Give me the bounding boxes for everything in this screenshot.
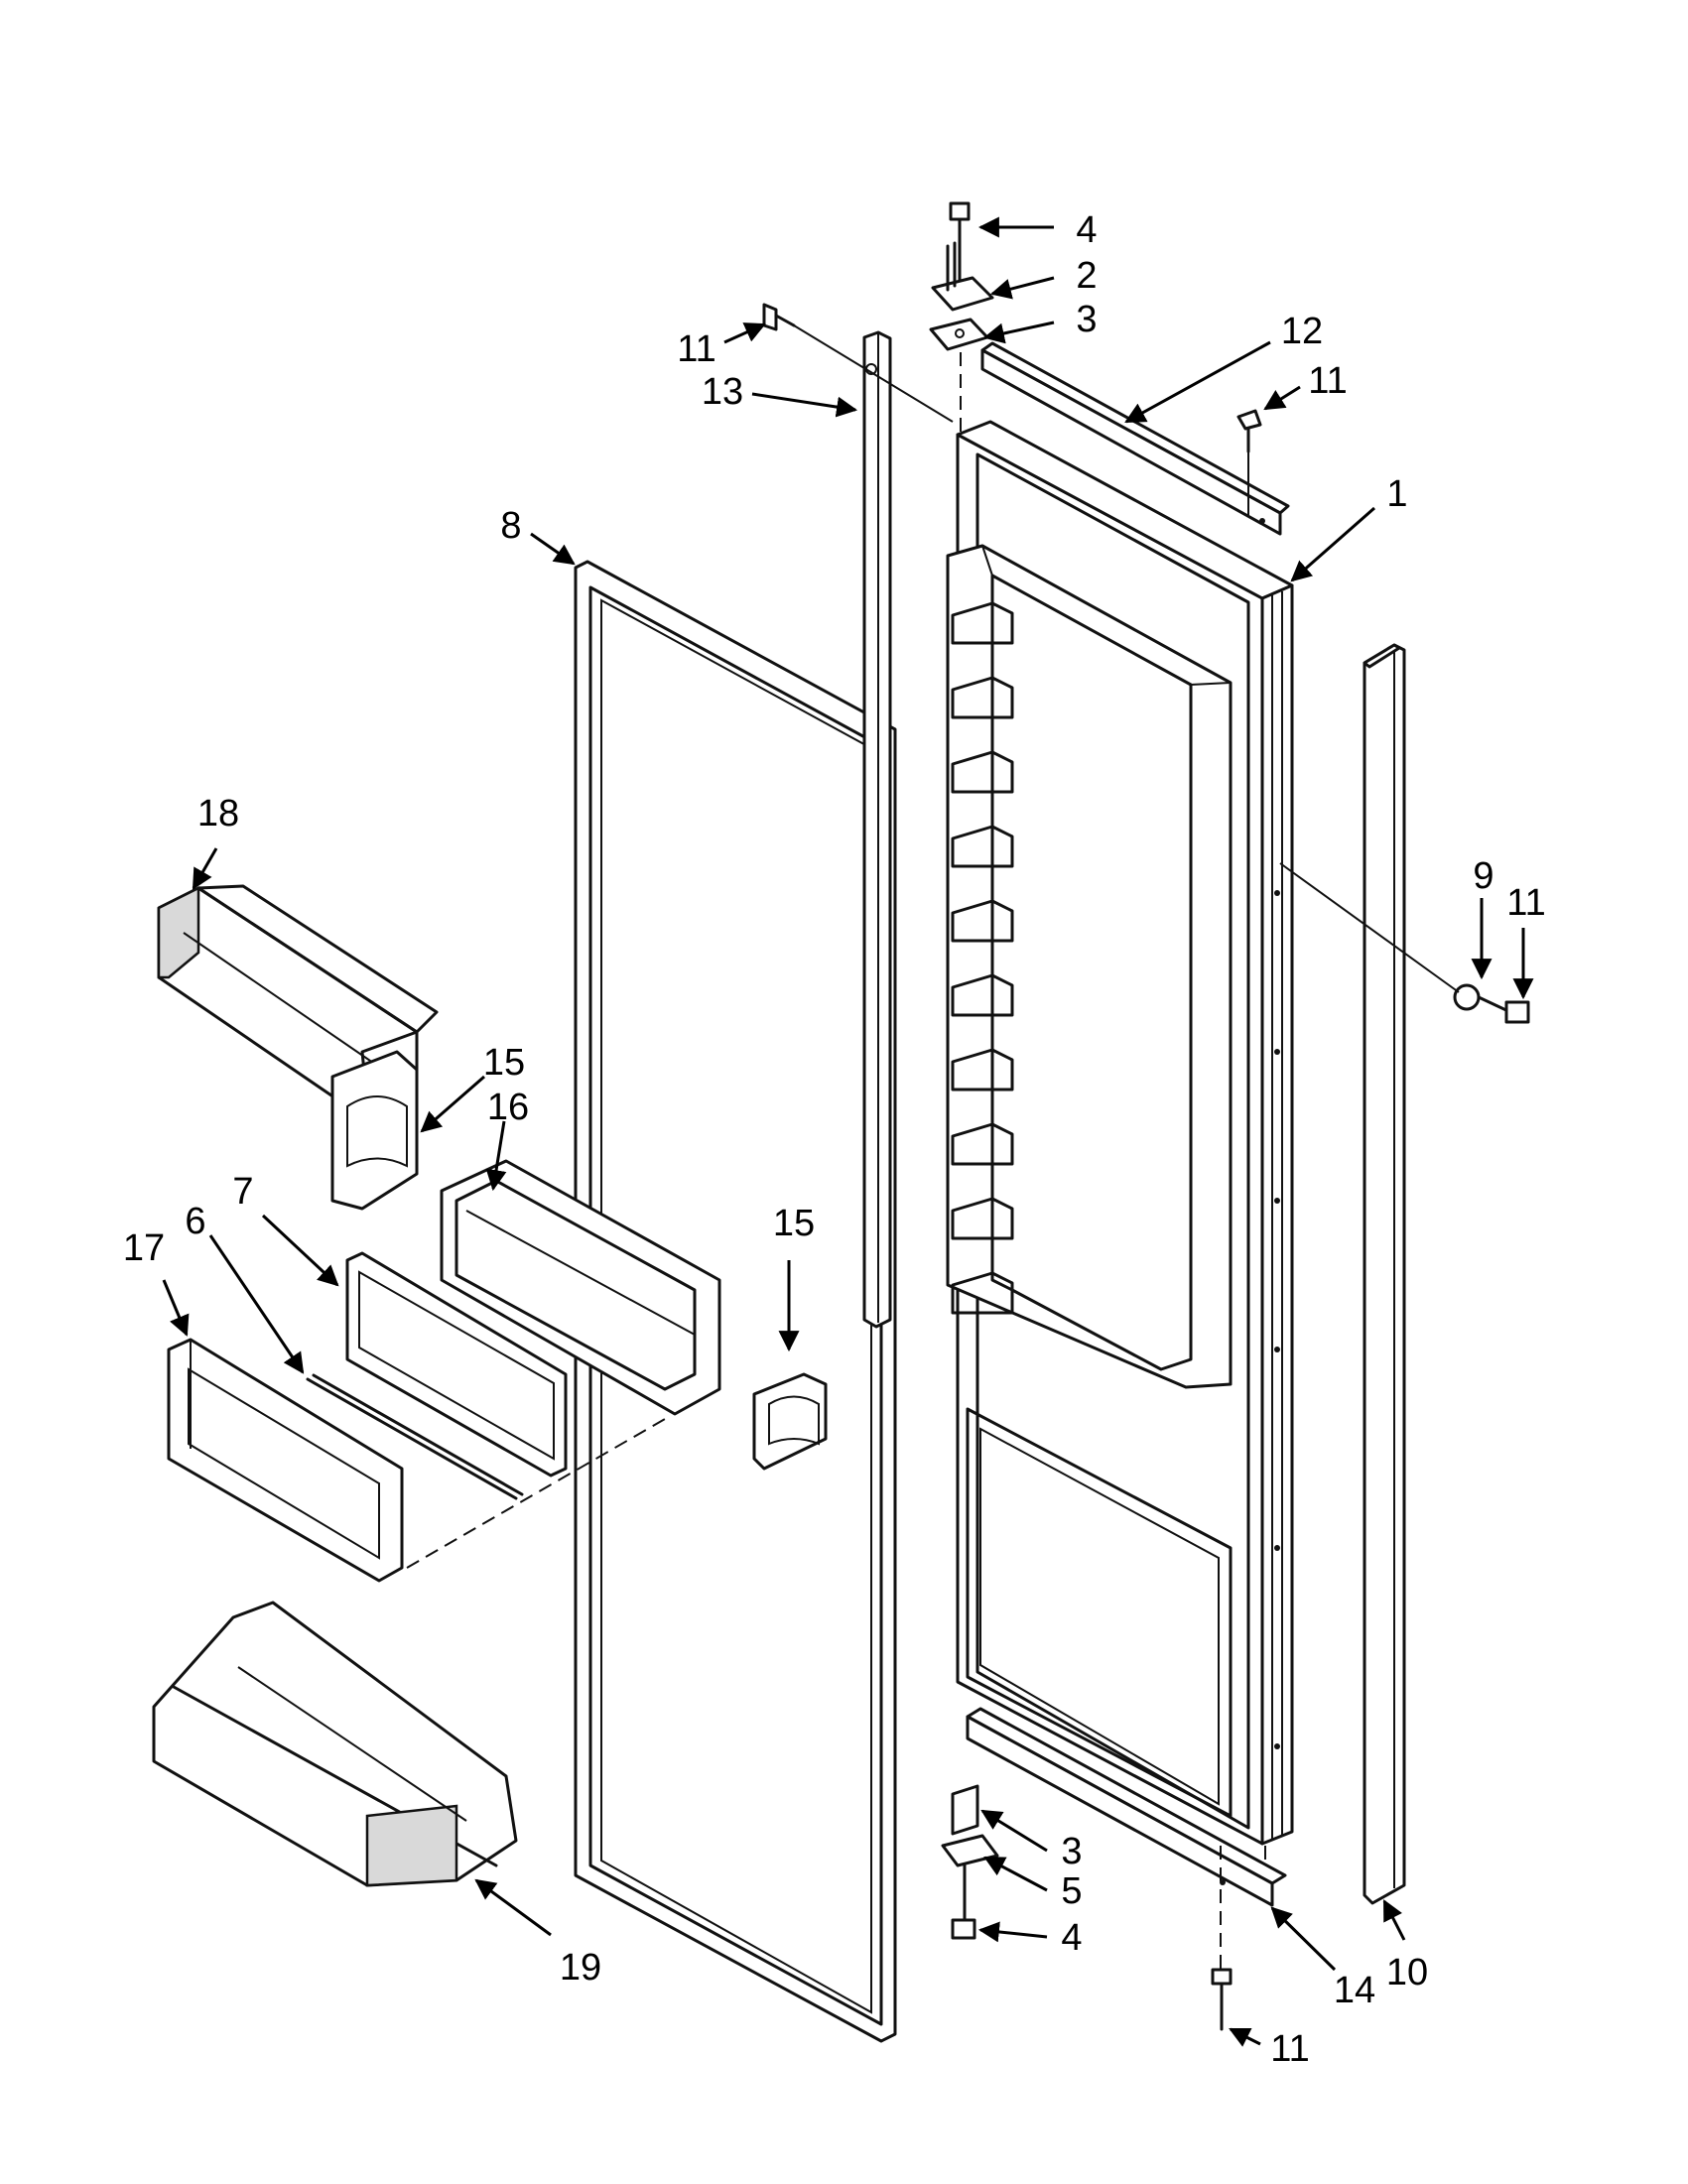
screw-icon [1236, 409, 1262, 453]
callout-13: 13 [702, 371, 743, 413]
breaker-strip-part-13 [862, 330, 892, 1329]
callout-3-bottom: 3 [1061, 1831, 1082, 1872]
callout-15-a: 15 [483, 1042, 525, 1084]
screw-icon [1453, 983, 1530, 1024]
callout-11-a: 11 [677, 328, 715, 370]
screw-icon [1211, 1968, 1233, 2031]
callout-8: 8 [500, 505, 521, 547]
handle-trim-part-10 [1363, 643, 1406, 1905]
top-hinge-parts [929, 201, 994, 437]
bottom-trim-part-14 [966, 1707, 1287, 1907]
callout-19: 19 [560, 1947, 601, 1989]
callout-6: 6 [185, 1201, 205, 1242]
bottom-hinge-parts [941, 1784, 999, 1940]
callout-1: 1 [1386, 473, 1407, 515]
screws-part-11 [762, 303, 1530, 2031]
end-cap-part-15-left [330, 1050, 419, 1211]
callout-2: 2 [1076, 255, 1097, 297]
callout-11-c: 11 [1506, 882, 1545, 924]
callout-11-b: 11 [1308, 360, 1347, 402]
top-trim-part-12 [980, 341, 1290, 536]
dairy-door-part-7 [345, 1251, 568, 1477]
shelf-ribs [951, 601, 1014, 1315]
callout-14: 14 [1334, 1970, 1375, 2011]
screw-icon [762, 303, 796, 331]
callout-labels: 4 2 3 11 12 13 11 1 8 18 9 11 15 16 7 6 [123, 209, 1546, 2070]
hinge-rod-part-6 [306, 1373, 524, 1500]
callout-4-bottom: 4 [1061, 1917, 1082, 1959]
callout-10: 10 [1386, 1952, 1428, 1993]
callout-17: 17 [123, 1227, 165, 1269]
large-bin-part-19 [152, 1601, 518, 1887]
callout-11-d: 11 [1270, 2028, 1309, 2070]
dairy-bin-part-16 [440, 1159, 721, 1416]
door-assembly [946, 420, 1294, 1846]
callout-16: 16 [487, 1087, 529, 1128]
callout-3-top: 3 [1076, 299, 1097, 340]
dairy-front-part-17 [167, 1338, 404, 1583]
end-cap-part-15-right [752, 1372, 828, 1471]
callout-12: 12 [1281, 311, 1323, 352]
callout-18: 18 [197, 793, 239, 835]
callout-5: 5 [1061, 1870, 1082, 1912]
door-gasket-part-8 [574, 560, 897, 2043]
callout-7: 7 [232, 1171, 253, 1213]
callout-15-b: 15 [773, 1203, 815, 1244]
callout-4-top: 4 [1076, 209, 1097, 251]
callout-9: 9 [1473, 855, 1493, 897]
